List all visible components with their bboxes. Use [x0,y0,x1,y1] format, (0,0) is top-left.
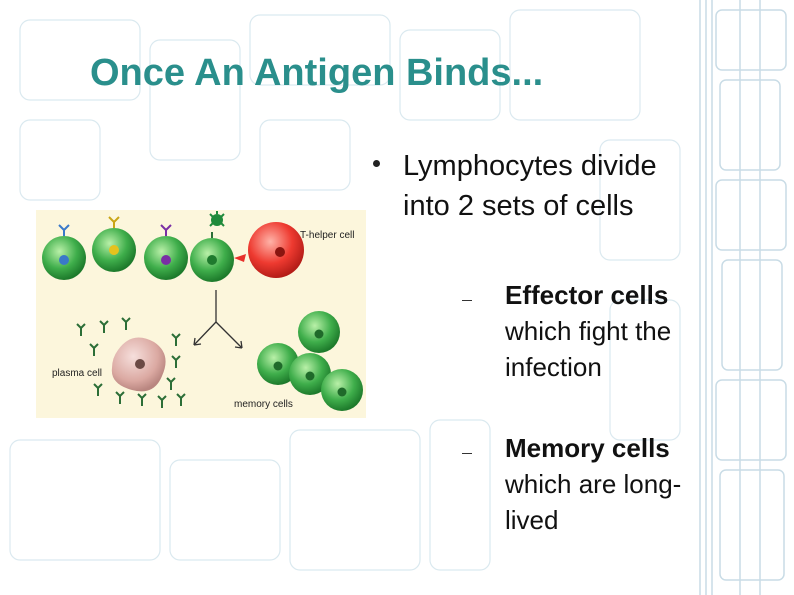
plasma-cell-label: plasma cell [52,368,103,379]
lymphocyte-blue [42,224,86,280]
division-arrows [193,290,243,349]
sub-bullet-dash [462,453,472,454]
figure-illustration [42,211,363,411]
t-helper-cell [234,222,304,278]
memory-cells [257,311,363,411]
antibodies [76,317,186,408]
lymphocyte-yellow [92,216,136,272]
bullet-marker [373,160,380,167]
lymphocyte-bound-antigen [190,211,234,282]
sub-item-effector-rest: which fight the infection [505,316,672,382]
sub-bullet-dash [462,300,472,301]
sub-item-memory-rest: which are long-lived [505,469,682,535]
main-bullet-text: Lymphocytes divide into 2 sets of cells [403,150,657,222]
sub-item-effector: Effector cells which fight the infection [505,277,685,385]
sub-item-memory: Memory cells which are long-lived [505,430,685,538]
sub-item-effector-bold: Effector cells [505,280,669,310]
lymphocyte-division-figure: T-helper cell plasma cell memory cells [36,210,366,418]
lymphocyte-purple [144,224,188,280]
sub-item-memory-bold: Memory cells [505,433,670,463]
slide-title: Once An Antigen Binds... [90,52,544,94]
t-helper-cell-label: T-helper cell [300,230,355,241]
plasma-cell [111,337,166,392]
memory-cells-label: memory cells [234,399,293,410]
